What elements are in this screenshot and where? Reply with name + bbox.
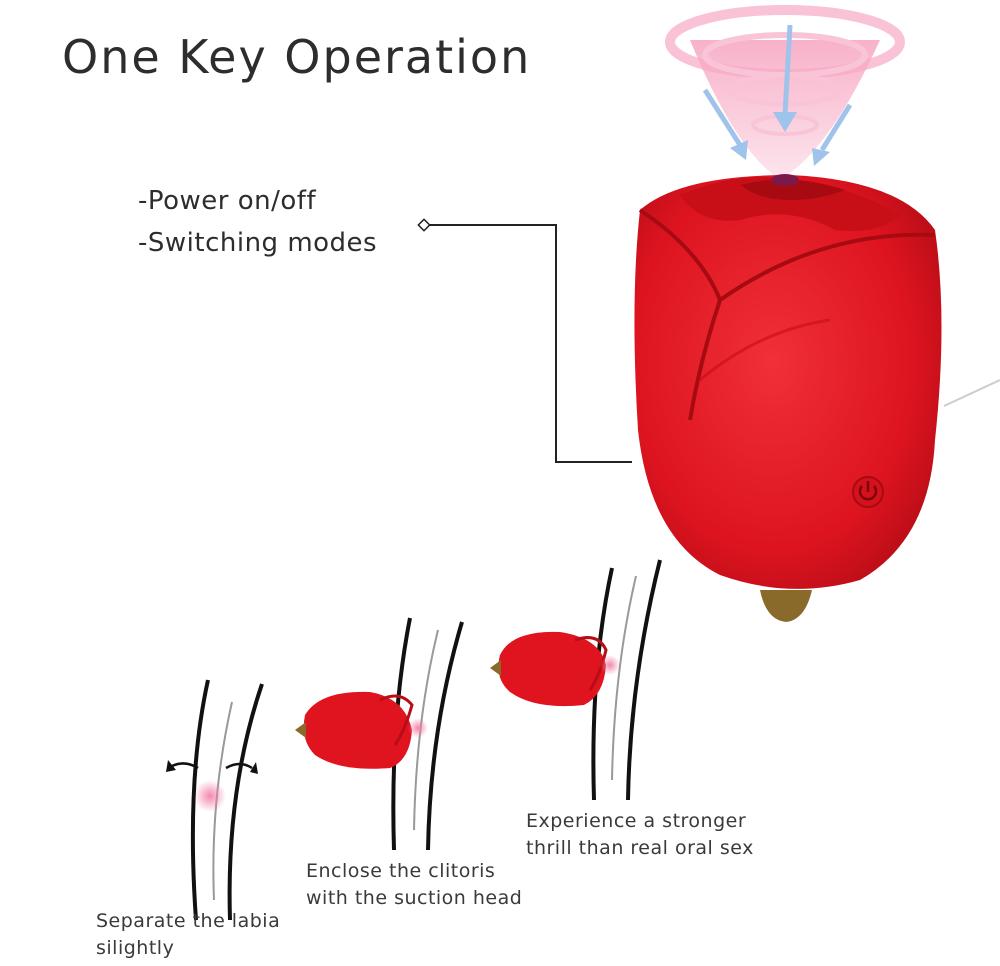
- power-button-icon: [852, 476, 884, 508]
- rotate-arrow-icon: [166, 760, 258, 774]
- step-1-illustration: [166, 679, 264, 921]
- suction-vortex-icon: [665, 5, 905, 180]
- step-3-line-2: thrill than real oral sex: [526, 837, 754, 859]
- step-2-line-2: with the suction head: [306, 887, 523, 909]
- step-1-line-1: Separate the labia: [96, 910, 281, 932]
- step-3-caption: Experience a stronger thrill than real o…: [526, 808, 754, 862]
- feature-modes: -Switching modes: [138, 228, 378, 258]
- page-title: One Key Operation: [62, 30, 532, 84]
- step-3-line-1: Experience a stronger: [526, 810, 747, 832]
- step-3-illustration: [490, 559, 662, 801]
- rose-device: [634, 174, 942, 622]
- step-2-illustration: [295, 617, 464, 851]
- callout-line: [417, 218, 632, 463]
- step-1-line-2: silightly: [96, 937, 175, 959]
- cord-line: [943, 379, 1000, 407]
- step-2-caption: Enclose the clitoris with the suction he…: [306, 858, 522, 912]
- step-1-caption: Separate the labia silightly: [96, 908, 280, 962]
- feature-power: -Power on/off: [138, 186, 317, 216]
- step-2-line-1: Enclose the clitoris: [306, 860, 496, 882]
